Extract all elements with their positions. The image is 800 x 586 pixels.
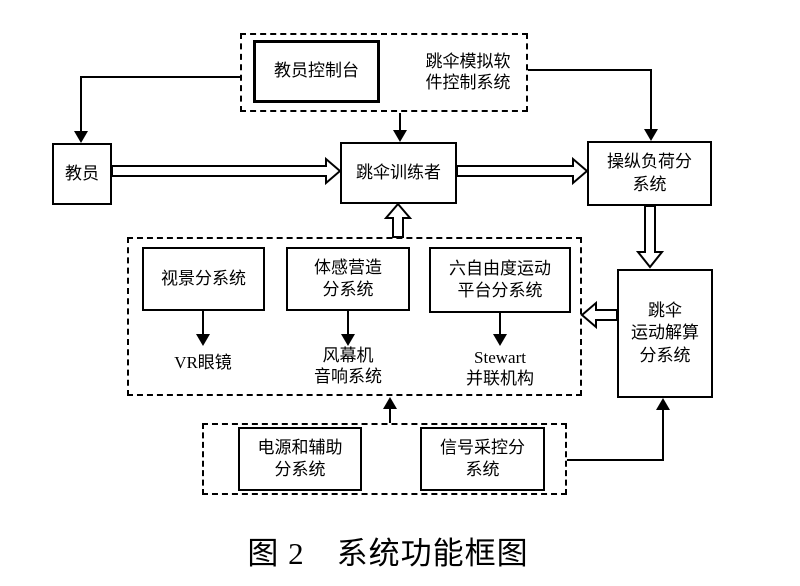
block-arrow-trainee-to-load: [456, 156, 589, 186]
label-stewart-mechanism: Stewart 并联机构: [466, 347, 534, 388]
node-instructor-console: 教员控制台: [253, 40, 380, 103]
block-arrow-load-to-solver: [635, 205, 665, 269]
block-arrow-middle-to-trainee: [383, 202, 413, 238]
arrowhead-to-solver-bottom: [656, 398, 670, 410]
block-arrow-instructor-to-trainee: [111, 156, 342, 186]
label-software-control-system: 跳伞模拟软 件控制系统: [425, 51, 511, 92]
block-arrow-solver-to-middle: [580, 300, 618, 330]
node-trainee: 跳伞训练者: [340, 142, 457, 204]
arrowhead-to-trainee: [393, 130, 407, 142]
node-power-aux-subsystem: 电源和辅助 分系统: [238, 427, 362, 491]
arrowhead-to-load: [644, 129, 658, 141]
node-signal-acquisition-subsystem: 信号采控分 系统: [420, 427, 545, 491]
node-motion-solver-subsystem: 跳伞 运动解算 分系统: [617, 269, 713, 398]
node-six-dof-platform-subsystem: 六自由度运动 平台分系统: [429, 247, 571, 313]
node-somatosensory-subsystem: 体感营造 分系统: [286, 247, 410, 311]
node-instructor: 教员: [52, 143, 112, 205]
arrowhead-to-instructor: [74, 131, 88, 143]
connector-software-to-instructor: [80, 76, 240, 132]
node-visual-subsystem: 视景分系统: [142, 247, 265, 311]
group-software-control-system: [240, 33, 528, 112]
node-control-load-subsystem: 操纵负荷分 系统: [587, 141, 712, 206]
arrowhead-to-middle-group: [383, 397, 397, 409]
label-wind-audio: 风幕机 音响系统: [314, 345, 382, 386]
figure-caption: 图 2 系统功能框图: [247, 536, 529, 571]
connector-signal-to-solver: [567, 409, 664, 461]
label-vr-glasses: VR眼镜: [174, 353, 232, 373]
group-support-subsystems: [202, 423, 567, 495]
connector-software-to-load: [528, 69, 652, 130]
